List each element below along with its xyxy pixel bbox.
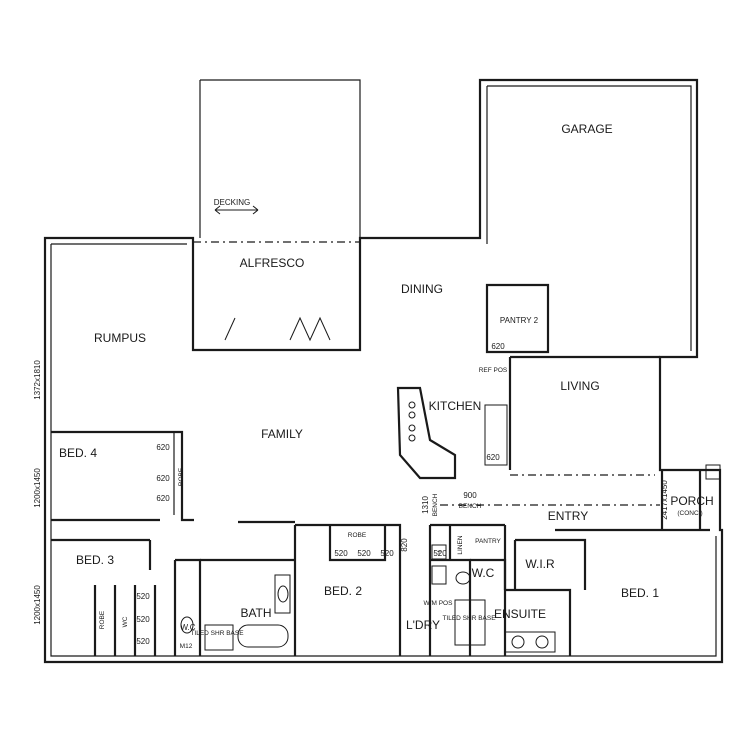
dim-520-bed3-b: 520	[136, 615, 150, 624]
label-entry: ENTRY	[548, 509, 588, 523]
fixtures	[180, 205, 721, 653]
label-decking: DECKING	[214, 198, 250, 207]
column-icon	[705, 464, 721, 480]
label-bed-3: BED. 3	[76, 553, 114, 567]
label-alfresco: ALFRESCO	[240, 256, 305, 270]
label-dining: DINING	[401, 282, 443, 296]
dim-620-bed4-a: 620	[156, 443, 170, 452]
label-bed-4: BED. 4	[59, 446, 97, 460]
dim-1200x1450-a: 1200x1450	[33, 468, 42, 508]
arrow-icon	[214, 205, 259, 215]
label-linen: LINEN	[457, 535, 464, 554]
label-kitchen: KITCHEN	[429, 399, 482, 413]
label-porch: PORCH	[670, 494, 713, 508]
dim-620-bed4-c: 620	[156, 494, 170, 503]
dim-620-bed4-b: 620	[156, 474, 170, 483]
dim-520-bed2-c: 520	[380, 549, 394, 558]
dim-1310: 1310	[421, 496, 430, 514]
label-rumpus: RUMPUS	[94, 331, 146, 345]
basin-icon	[535, 635, 549, 649]
label-robe-bed3: ROBE	[99, 610, 106, 629]
dim-2417x1450: 2417x1450	[660, 480, 669, 520]
dim-520-bed3-c: 520	[136, 637, 150, 646]
toilet-icon	[455, 571, 471, 585]
dim-1200x1450-b: 1200x1450	[33, 585, 42, 625]
outer-walls	[43, 78, 724, 664]
label-family: FAMILY	[261, 427, 303, 441]
label-bench-900: BENCH	[459, 503, 482, 510]
label-living: LIVING	[560, 379, 599, 393]
dim-520-bed2-a: 520	[334, 549, 348, 558]
dim-520-bed2-b: 520	[357, 549, 371, 558]
sink-icon	[431, 565, 447, 585]
dim-520-ldry: 520	[433, 549, 447, 558]
label-wm-pos: W/M POS	[424, 600, 454, 607]
dim-m12: M12	[180, 643, 193, 650]
dim-820: 820	[400, 538, 409, 552]
room-labels: GARAGE DECKING ALFRESCO DINING PANTRY 2 …	[59, 122, 714, 637]
label-ensuite: ENSUITE	[494, 607, 546, 621]
label-tub: T	[437, 551, 441, 558]
label-ref-pos: REF POS	[479, 367, 508, 374]
vanity-icon	[274, 574, 291, 614]
label-bench-1310: BENCH	[432, 493, 439, 516]
dimension-labels: 620 620 620 620 620 520 520 520 520 520 …	[33, 342, 669, 650]
label-pantry-2: PANTRY 2	[500, 316, 539, 325]
basin-icon	[511, 635, 525, 649]
label-wir: W.I.R	[525, 557, 555, 571]
toilet-icon	[180, 616, 194, 634]
dim-1372x1810: 1372x1810	[33, 360, 42, 400]
label-porch-sub: (CONC.)	[677, 510, 702, 517]
label-wc-left: W.C	[180, 623, 195, 632]
label-tiled-shr-right: TILED SHR BASE	[442, 615, 496, 622]
label-bed-2: BED. 2	[324, 584, 362, 598]
dim-900: 900	[463, 491, 477, 500]
label-bed-1: BED. 1	[621, 586, 659, 600]
dim-620-pantry: 620	[491, 342, 505, 351]
label-tiled-shr-left: TILED SHR BASE	[190, 630, 244, 637]
dim-520-bed3-a: 520	[136, 592, 150, 601]
label-robe-bed2: ROBE	[348, 532, 367, 539]
laundry-tub-icon	[431, 544, 447, 560]
interior-walls	[51, 283, 710, 656]
label-garage: GARAGE	[561, 122, 612, 136]
bathtub-icon	[237, 624, 289, 648]
label-wc-closet: WC	[122, 616, 129, 627]
label-laundry: L'DRY	[406, 618, 440, 632]
label-bath: BATH	[240, 606, 271, 620]
label-wc-right: W.C	[472, 566, 495, 580]
label-robe-bed4: ROBE	[178, 467, 185, 486]
sliding-door-icon	[224, 316, 331, 342]
label-pantry: PANTRY	[475, 538, 501, 545]
dim-620-kitchen: 620	[486, 453, 500, 462]
